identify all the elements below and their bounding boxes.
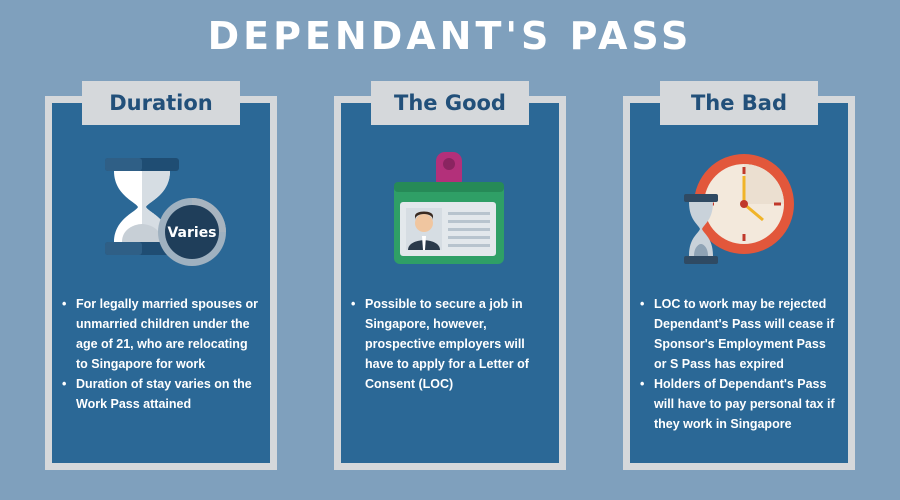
clock-hourglass-icon bbox=[684, 154, 794, 264]
card-heading-duration: Duration bbox=[82, 81, 240, 125]
list-item: Possible to secure a job in Singapore, h… bbox=[351, 294, 543, 394]
list-item: LOC to work may be rejected Dependant's … bbox=[640, 294, 840, 374]
list-item: Duration of stay varies on the Work Pass… bbox=[62, 374, 262, 414]
card-heading-the-good: The Good bbox=[371, 81, 529, 125]
list-item: Holders of Dependant's Pass will have to… bbox=[640, 374, 840, 434]
the-bad-bullet-list: LOC to work may be rejected Dependant's … bbox=[640, 294, 840, 434]
card-heading-the-bad: The Bad bbox=[660, 81, 818, 125]
id-badge-icon bbox=[394, 152, 504, 264]
list-item: For legally married spouses or unmarried… bbox=[62, 294, 262, 374]
hourglass-icon bbox=[105, 158, 226, 266]
page-title: DEPENDANT'S PASS bbox=[207, 14, 693, 58]
varies-badge: Varies bbox=[167, 225, 217, 241]
duration-bullet-list: For legally married spouses or unmarried… bbox=[62, 294, 262, 414]
the-good-bullet-list: Possible to secure a job in Singapore, h… bbox=[351, 294, 543, 394]
